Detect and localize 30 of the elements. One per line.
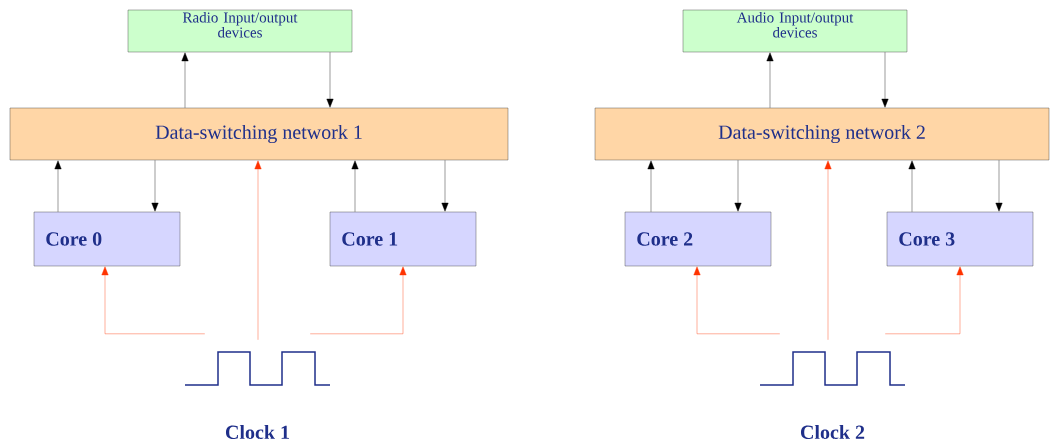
arrow	[885, 266, 964, 334]
clock-waveform-drawing	[184, 351, 331, 386]
network-box: Data-switching network 1	[9, 107, 509, 161]
device-box: Radio Input/output devices	[127, 9, 353, 53]
clock-label: Clock 1	[225, 424, 289, 440]
arrow	[326, 52, 334, 108]
core-box: Core 0	[33, 211, 181, 267]
arrow	[441, 160, 449, 212]
arrow	[824, 160, 832, 340]
arrow	[693, 266, 780, 334]
arrow	[351, 160, 359, 212]
arrow	[995, 160, 1003, 212]
network-box: Data-switching network 2	[594, 107, 1050, 161]
arrow	[908, 160, 916, 212]
clock-waveform-drawing	[759, 351, 906, 386]
arrow	[881, 52, 889, 108]
arrow	[54, 160, 62, 212]
arrow	[766, 52, 774, 108]
device-box: Audio Input/output devices	[682, 9, 908, 53]
arrow	[101, 266, 205, 334]
arrow	[310, 266, 407, 334]
core-box: Core 3	[886, 211, 1034, 267]
arrow	[734, 160, 742, 212]
arrow	[181, 52, 189, 108]
clock-label: Clock 2	[801, 424, 865, 440]
arrow	[151, 160, 159, 212]
core-box: Core 1	[329, 211, 477, 267]
arrow	[254, 160, 262, 340]
arrow	[647, 160, 655, 212]
core-box: Core 2	[624, 211, 772, 267]
